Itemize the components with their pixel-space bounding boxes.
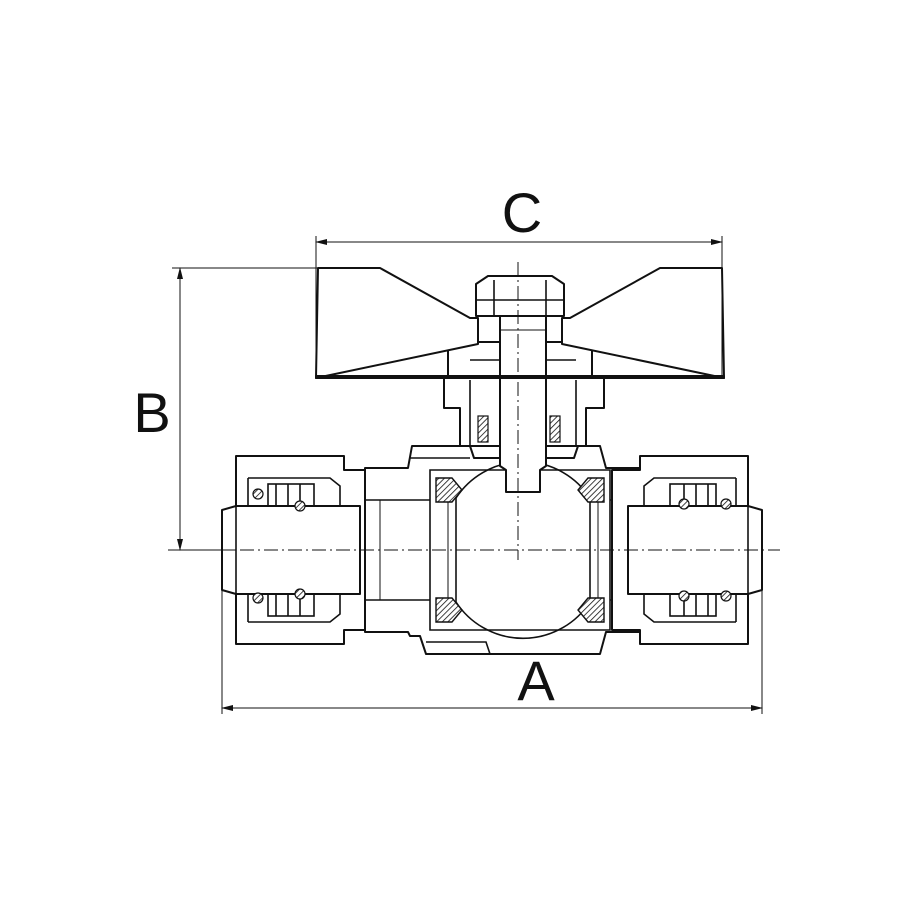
- centerlines: [168, 262, 780, 560]
- dimension-label-c: C: [502, 181, 542, 244]
- dimension-label-a: A: [517, 649, 555, 712]
- ball-seats: [435, 477, 605, 623]
- dimension-b: B: [133, 267, 318, 551]
- valve-body: [364, 445, 641, 655]
- stem-bonnet: [443, 275, 605, 493]
- dimension-c: C: [315, 181, 723, 376]
- dimension-a: A: [221, 510, 763, 714]
- butterfly-handle: [315, 267, 725, 379]
- dimension-label-b: B: [133, 381, 170, 444]
